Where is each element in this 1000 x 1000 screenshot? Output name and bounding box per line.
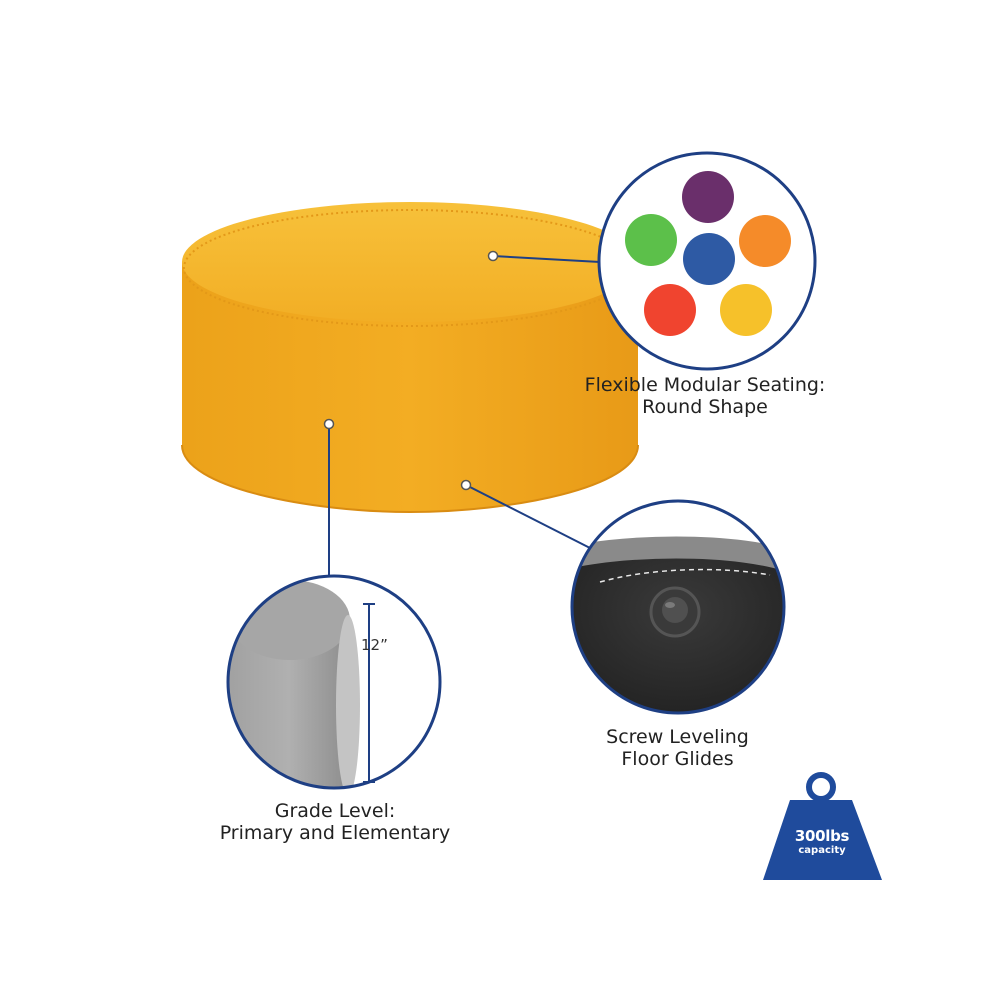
swatch-red [644,284,696,336]
floor-glides-caption: Screw Leveling Floor Glides [545,726,810,770]
color-swatches-callout [597,151,817,371]
swatch-yellow [720,284,772,336]
floor-glides-title: Screw Leveling [606,726,749,748]
round-seat [181,202,639,514]
weight-icon [763,772,882,880]
callout-dots [323,250,499,491]
grade-level-caption: Grade Level: Primary and Elementary [185,800,485,844]
round-shape-caption: Flexible Modular Seating: Round Shape [555,374,855,418]
round-shape-title: Flexible Modular Seating: [584,374,826,396]
grade-level-subtitle: Primary and Elementary [219,822,451,844]
floor-glides-callout [570,499,786,715]
swatch-green [625,214,677,266]
capacity-unit: capacity [798,845,846,856]
capacity-amount: 300lbs [794,827,850,845]
floor-glide-icon [649,586,701,638]
grade-level-callout [226,574,442,790]
height-dimension-label: 12” [361,636,388,654]
floor-glides-subtitle: Floor Glides [621,748,734,770]
swatch-orange [739,215,791,267]
round-shape-subtitle: Round Shape [642,396,768,418]
swatch-blue [683,233,735,285]
swatch-purple [682,171,734,223]
grade-level-title: Grade Level: [274,800,396,822]
callout-lines [328,255,601,578]
